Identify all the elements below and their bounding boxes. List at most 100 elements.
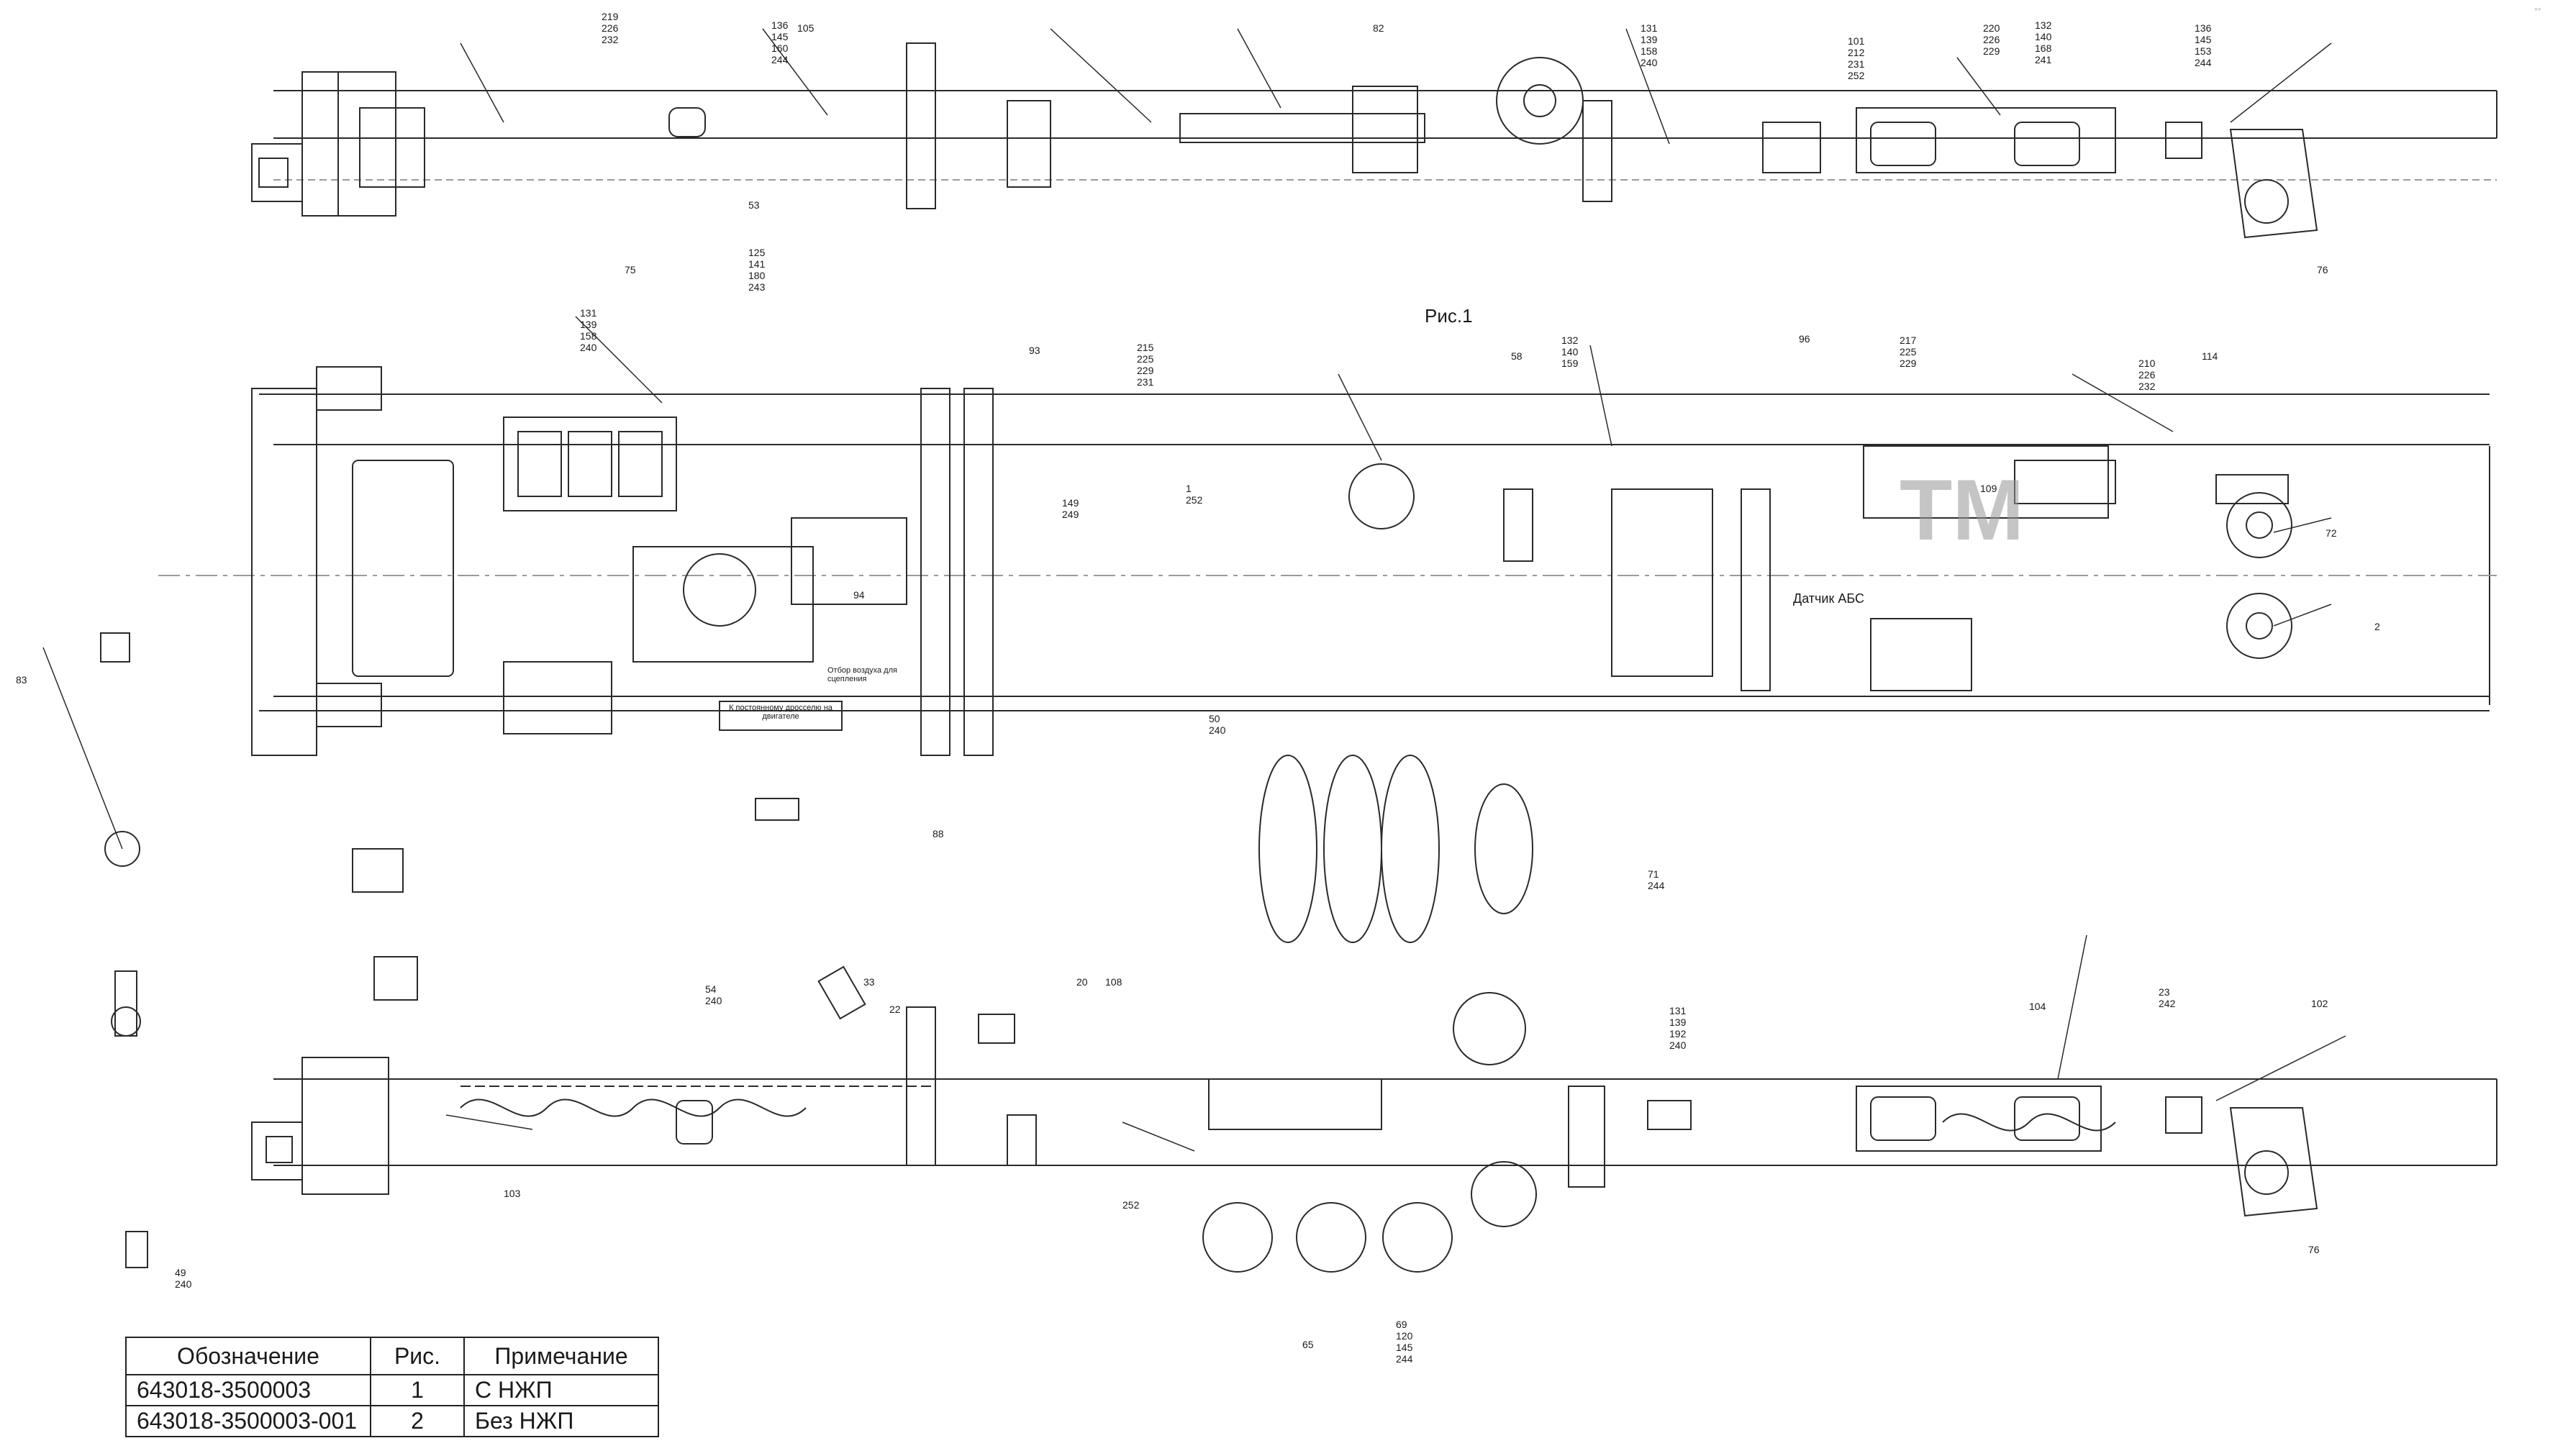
figure-cell: 2 xyxy=(370,1405,465,1437)
svg-text:71: 71 xyxy=(1648,868,1659,880)
svg-text:105: 105 xyxy=(797,22,815,34)
svg-text:244: 244 xyxy=(1648,880,1665,891)
svg-text:145: 145 xyxy=(2195,34,2212,45)
col-designation: Обозначение xyxy=(125,1337,371,1375)
svg-text:125: 125 xyxy=(748,247,766,258)
note-cell: Без НЖП xyxy=(463,1405,659,1437)
spec-table: Обозначение Рис. Примечание 643018-35000… xyxy=(125,1337,659,1437)
figure-title: Рис.1 xyxy=(1425,305,1473,327)
abs-sensor-label: Датчик АБС xyxy=(1793,591,1864,606)
svg-text:49: 49 xyxy=(175,1267,186,1278)
svg-text:140: 140 xyxy=(2035,31,2052,42)
svg-text:53: 53 xyxy=(748,199,760,211)
svg-text:50: 50 xyxy=(1209,713,1220,724)
corner-mark: ◦◦ xyxy=(2534,3,2541,14)
svg-text:76: 76 xyxy=(2308,1244,2320,1255)
svg-text:136: 136 xyxy=(771,19,789,31)
svg-text:240: 240 xyxy=(580,342,597,353)
svg-text:231: 231 xyxy=(1848,58,1865,70)
svg-text:212: 212 xyxy=(1848,47,1865,58)
svg-text:54: 54 xyxy=(705,983,717,995)
col-note: Примечание xyxy=(463,1337,659,1375)
watermark-tm: TM xyxy=(1900,462,2025,558)
svg-text:131: 131 xyxy=(1641,22,1658,34)
svg-text:88: 88 xyxy=(933,828,944,840)
svg-text:75: 75 xyxy=(625,264,636,276)
svg-text:225: 225 xyxy=(1137,353,1154,365)
svg-text:240: 240 xyxy=(1641,57,1658,68)
svg-text:23: 23 xyxy=(2159,986,2170,998)
svg-text:226: 226 xyxy=(2138,369,2156,381)
svg-text:240: 240 xyxy=(175,1278,192,1290)
svg-text:93: 93 xyxy=(1029,345,1040,356)
svg-text:33: 33 xyxy=(863,976,875,988)
svg-text:226: 226 xyxy=(1983,34,2000,45)
svg-text:225: 225 xyxy=(1900,346,1917,358)
svg-text:242: 242 xyxy=(2159,998,2176,1009)
svg-text:108: 108 xyxy=(1105,976,1122,988)
svg-text:20: 20 xyxy=(1076,976,1088,988)
svg-text:131: 131 xyxy=(1669,1005,1687,1016)
svg-text:240: 240 xyxy=(1669,1039,1687,1051)
svg-text:22: 22 xyxy=(889,1004,901,1015)
svg-text:232: 232 xyxy=(602,34,619,45)
spec-table-header: Обозначение Рис. Примечание xyxy=(125,1337,659,1375)
figure-cell: 1 xyxy=(370,1374,465,1406)
svg-text:69: 69 xyxy=(1396,1319,1407,1330)
svg-text:226: 226 xyxy=(602,22,619,34)
svg-text:2: 2 xyxy=(2374,621,2380,632)
throttle-note: К постоянному дросселю на двигателе xyxy=(729,704,832,721)
bottom-frame-view xyxy=(111,965,2497,1273)
svg-text:94: 94 xyxy=(853,589,865,601)
svg-text:136: 136 xyxy=(2195,22,2212,34)
middle-frame-view xyxy=(100,366,2497,1001)
svg-text:244: 244 xyxy=(2195,57,2212,68)
col-figure: Рис. xyxy=(370,1337,465,1375)
svg-text:229: 229 xyxy=(1900,358,1917,369)
designation-cell: 643018-3500003 xyxy=(125,1374,371,1406)
svg-text:215: 215 xyxy=(1137,342,1154,353)
svg-text:229: 229 xyxy=(1983,45,2000,57)
svg-text:101: 101 xyxy=(1848,35,1865,47)
svg-text:159: 159 xyxy=(1561,358,1579,369)
svg-text:229: 229 xyxy=(1137,365,1154,376)
svg-text:104: 104 xyxy=(2029,1001,2046,1012)
svg-text:192: 192 xyxy=(1669,1028,1687,1039)
note-cell: С НЖП xyxy=(463,1374,659,1406)
svg-text:132: 132 xyxy=(1561,335,1579,346)
svg-text:252: 252 xyxy=(1122,1199,1140,1211)
svg-text:103: 103 xyxy=(504,1188,521,1199)
air-intake-note: Отбор воздуха для сцепления xyxy=(827,666,897,683)
svg-text:140: 140 xyxy=(1561,346,1579,358)
svg-text:240: 240 xyxy=(1209,724,1226,736)
svg-text:139: 139 xyxy=(1641,34,1658,45)
svg-text:76: 76 xyxy=(2317,264,2328,276)
leader-lines xyxy=(42,28,2346,1152)
svg-text:58: 58 xyxy=(1511,350,1523,362)
svg-text:241: 241 xyxy=(2035,54,2052,65)
svg-text:1: 1 xyxy=(1186,483,1192,494)
svg-text:244: 244 xyxy=(1396,1353,1413,1365)
svg-text:132: 132 xyxy=(2035,19,2052,31)
svg-text:72: 72 xyxy=(2326,527,2337,539)
svg-text:168: 168 xyxy=(2035,42,2052,54)
svg-text:240: 240 xyxy=(705,995,722,1006)
svg-text:109: 109 xyxy=(1980,483,1997,494)
svg-text:210: 210 xyxy=(2138,358,2156,369)
svg-text:252: 252 xyxy=(1848,70,1865,81)
svg-text:219: 219 xyxy=(602,11,619,22)
svg-text:120: 120 xyxy=(1396,1330,1413,1342)
svg-text:158: 158 xyxy=(1641,45,1658,57)
svg-text:83: 83 xyxy=(16,674,27,686)
svg-text:65: 65 xyxy=(1302,1339,1314,1350)
svg-text:141: 141 xyxy=(748,258,766,270)
table-row: 643018-3500003-001 2 Без НЖП xyxy=(125,1405,659,1437)
svg-text:149: 149 xyxy=(1062,497,1079,509)
svg-text:232: 232 xyxy=(2138,381,2156,392)
svg-text:160: 160 xyxy=(771,42,789,54)
svg-text:252: 252 xyxy=(1186,494,1203,506)
top-frame-view xyxy=(251,42,2497,239)
svg-text:217: 217 xyxy=(1900,335,1917,346)
